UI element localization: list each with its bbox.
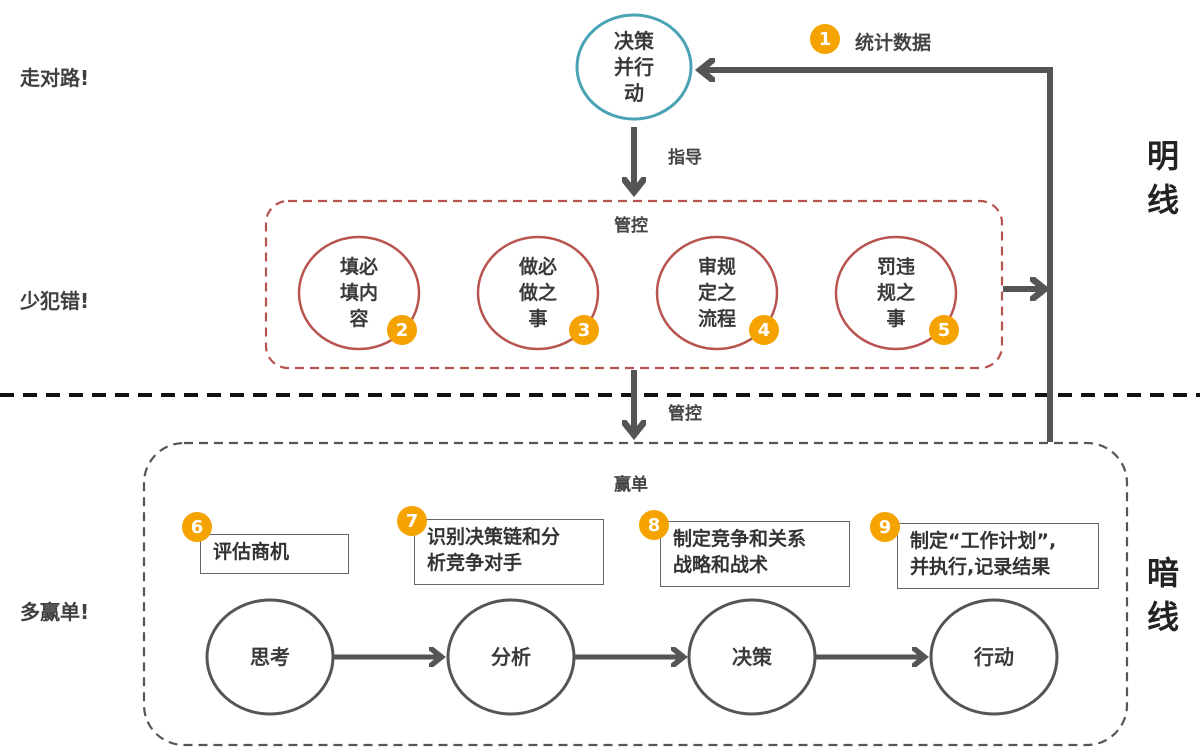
left-label-top: 走对路! xyxy=(20,66,90,90)
side-label-lower: 暗 线 xyxy=(1143,551,1183,639)
side-label-upper-char-2: 线 xyxy=(1146,181,1179,219)
note-7-line-1: 识别决策链和分 xyxy=(427,526,561,548)
control-box xyxy=(264,199,1004,370)
badge-4: 4 xyxy=(749,315,779,345)
step-label-decide: 决策 xyxy=(732,645,772,669)
control-item-2-text: 做必 做之 事 xyxy=(498,253,578,333)
feedback-arrow xyxy=(702,70,1053,442)
decision-action-node xyxy=(575,13,693,121)
badge-9: 9 xyxy=(870,512,900,542)
control-item-4-line-3: 事 xyxy=(886,308,906,330)
control-item-4-line-1: 罚违 xyxy=(876,256,915,278)
note-8-line-2: 战略和战术 xyxy=(673,554,769,576)
note-9-line-2: 并执行,记录结果 xyxy=(910,556,1051,578)
control-item-2-line-2: 做之 xyxy=(518,282,557,304)
note-6-line-1: 评估商机 xyxy=(213,541,290,563)
note-box-7: 识别决策链和分 析竞争对手 xyxy=(414,519,604,585)
step-circle-analyze xyxy=(446,598,576,716)
badge-3: 3 xyxy=(569,315,599,345)
win-box xyxy=(142,441,1129,747)
decision-action-text: 决策 并行 动 xyxy=(584,20,684,114)
control-item-3-line-1: 审规 xyxy=(697,256,736,278)
control-item-3-line-3: 流程 xyxy=(697,308,736,330)
control-item-1-line-2: 填内 xyxy=(339,282,378,304)
control-item-2-line-3: 事 xyxy=(528,308,548,330)
badge-6: 6 xyxy=(182,512,212,542)
control-item-3-line-2: 定之 xyxy=(697,282,736,304)
control-item-4-line-2: 规之 xyxy=(876,282,915,304)
step-label-analyze: 分析 xyxy=(491,645,531,669)
control-item-2-line-1: 做必 xyxy=(518,256,557,278)
control-item-4-text: 罚违 规之 事 xyxy=(856,253,936,333)
guide-label: 指导 xyxy=(668,148,702,168)
side-label-upper: 明 线 xyxy=(1143,134,1183,222)
control-item-1-text: 填必 填内 容 xyxy=(319,253,399,333)
note-7-line-2: 析竞争对手 xyxy=(427,552,523,574)
note-9-line-1: 制定“工作计划”, xyxy=(910,530,1057,552)
left-label-bottom: 多赢单! xyxy=(20,600,90,624)
decision-action-line-2: 并行 xyxy=(614,55,654,79)
control-item-1-line-3: 容 xyxy=(349,308,369,330)
note-box-9: 制定“工作计划”, 并执行,记录结果 xyxy=(897,523,1099,589)
badge-1: 1 xyxy=(810,24,840,54)
badge-8: 8 xyxy=(639,510,669,540)
control-box-title: 管控 xyxy=(614,216,648,236)
side-label-lower-char-2: 线 xyxy=(1146,598,1179,636)
step-circle-act xyxy=(929,598,1059,716)
side-label-upper-char-1: 明 xyxy=(1146,137,1179,175)
badge-5: 5 xyxy=(929,315,959,345)
note-box-6: 评估商机 xyxy=(200,534,349,574)
win-box-title: 赢单 xyxy=(614,475,648,495)
decision-action-line-1: 决策 xyxy=(614,29,654,53)
step-label-act: 行动 xyxy=(974,645,1014,669)
control-arrow-label: 管控 xyxy=(668,404,702,424)
note-box-8: 制定竞争和关系 战略和战术 xyxy=(660,521,850,587)
step-circle-think xyxy=(205,598,335,716)
control-circle-3 xyxy=(655,235,779,351)
step-circle-decide xyxy=(687,598,817,716)
decision-action-line-3: 动 xyxy=(624,81,644,105)
control-item-1-line-1: 填必 xyxy=(339,256,378,278)
badge-2: 2 xyxy=(387,315,417,345)
badge-7: 7 xyxy=(397,506,427,536)
left-label-middle: 少犯错! xyxy=(20,289,90,313)
control-circle-4 xyxy=(834,235,958,351)
control-circle-2 xyxy=(476,235,600,351)
note-8-line-1: 制定竞争和关系 xyxy=(673,528,807,550)
step-label-think: 思考 xyxy=(250,645,290,669)
stat-data-label: 统计数据 xyxy=(855,32,932,54)
side-label-lower-char-1: 暗 xyxy=(1146,554,1179,592)
control-item-3-text: 审规 定之 流程 xyxy=(677,253,757,333)
